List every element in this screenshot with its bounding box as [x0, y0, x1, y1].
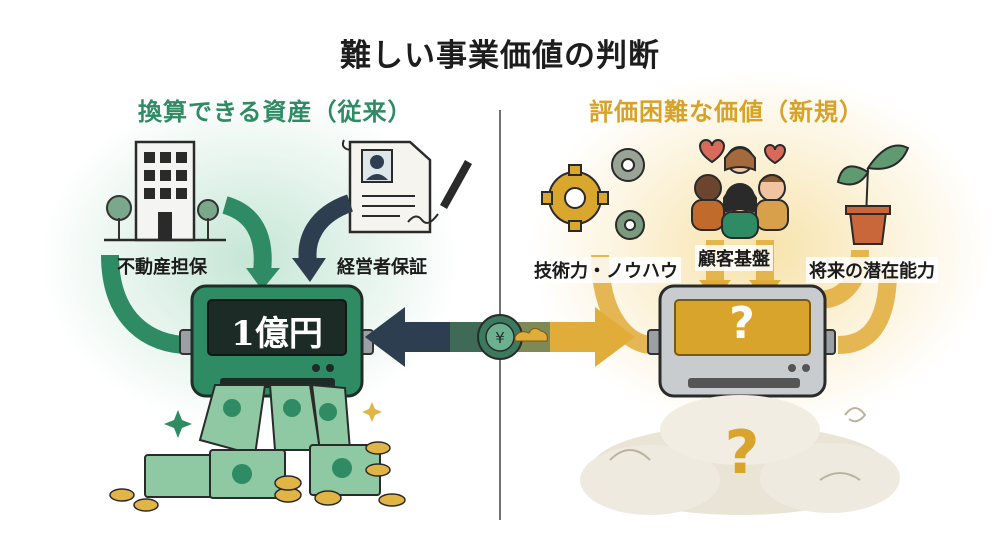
contract-arrow: [298, 194, 354, 264]
question-mark-cloud: ?: [724, 418, 760, 488]
side-arrow: [101, 254, 189, 354]
sparkle-icon: [362, 402, 382, 422]
customer-group-icon: [691, 139, 789, 239]
building-arrow: [221, 196, 272, 273]
loan-amount-display: 1億円: [231, 314, 323, 354]
real-estate-collateral-label: 不動産担保: [117, 257, 207, 278]
personal-guarantee-label: 経営者保証: [337, 257, 427, 278]
office-building-icon: [104, 140, 226, 242]
uncertainty-cloud: [580, 395, 900, 515]
question-mark-display: ?: [729, 298, 755, 349]
sparkle-icon: [164, 410, 192, 438]
valuation-machine-right: [647, 284, 836, 398]
customer-base-label: 顧客基盤: [695, 245, 773, 271]
money-pile: [109, 383, 406, 512]
future-potential-label: 将来の潜在能力: [806, 257, 938, 283]
potted-plant-icon: [836, 144, 910, 245]
technology-knowhow-label: 技術力・ノウハウ: [531, 257, 681, 283]
svg-text:¥: ¥: [495, 329, 505, 347]
gears-icon: [541, 148, 645, 240]
page-title: 難しい事業価値の判断: [340, 38, 660, 74]
traditional-assets-heading: 換算できる資産（従来）: [138, 98, 413, 126]
signed-contract-icon: [341, 139, 472, 234]
yen-coin-exchange-icon: ¥: [365, 307, 635, 367]
intangible-value-heading: 評価困難な価値（新規）: [589, 98, 864, 126]
